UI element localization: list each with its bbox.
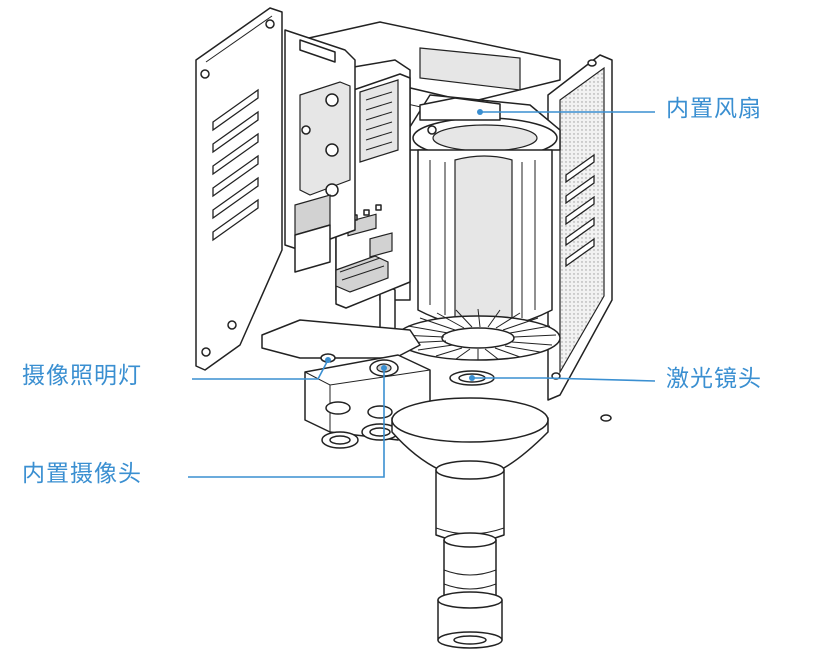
callout-light-label: 摄像照明灯 <box>22 363 142 389</box>
leader-camera <box>188 365 387 478</box>
radial-fins <box>395 308 561 361</box>
leader-lines <box>188 109 656 478</box>
left-side-cover <box>195 7 283 371</box>
bottom-base <box>261 319 612 449</box>
right-side-panel <box>547 54 613 401</box>
laser-lens-nozzle <box>391 397 549 649</box>
leader-light <box>192 357 331 380</box>
top-frame <box>299 21 561 119</box>
leader-fan <box>477 109 655 115</box>
heatsink-cylinder <box>417 149 553 329</box>
leader-laser <box>469 375 656 382</box>
left-cover-vents <box>212 88 259 242</box>
callout-fan-label: 内置风扇 <box>666 96 762 122</box>
right-panel-louvers <box>565 153 595 268</box>
left-pcb <box>284 29 356 273</box>
callout-camera-label: 内置摄像头 <box>22 461 142 487</box>
callout-laser-label: 激光镜头 <box>666 366 762 392</box>
